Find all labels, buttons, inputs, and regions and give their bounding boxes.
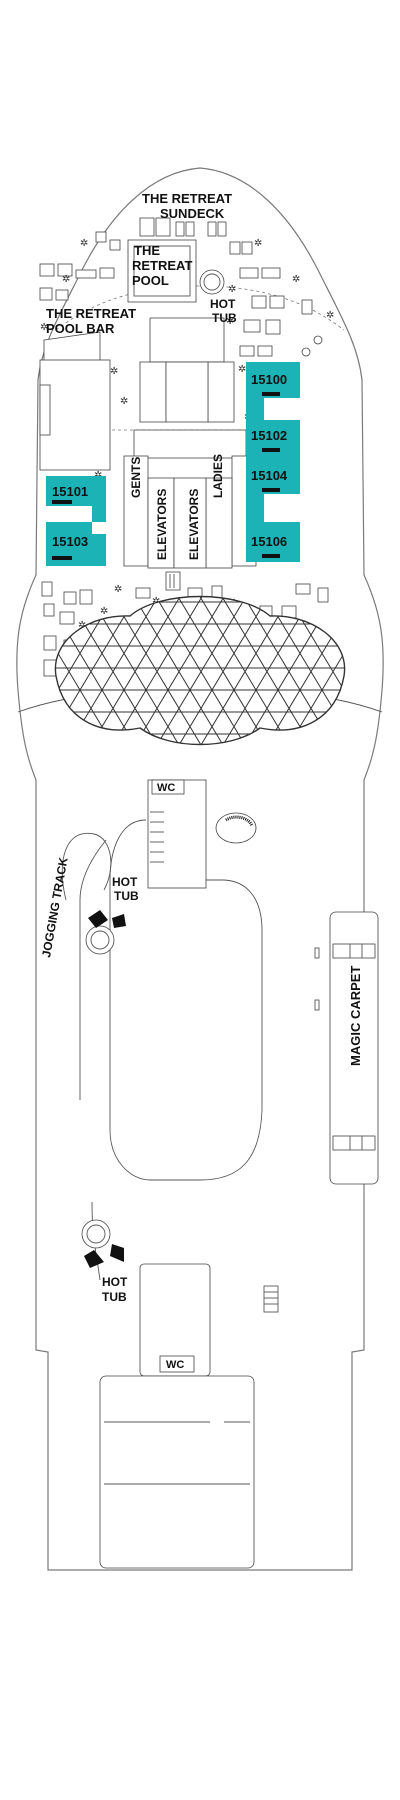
svg-text:✲: ✲: [152, 596, 160, 607]
svg-text:✲: ✲: [114, 584, 122, 595]
lounge-chair-oval: [215, 812, 257, 844]
dome-grid-line: [145, 596, 255, 745]
svg-text:✲: ✲: [238, 364, 246, 375]
cabin-number-15100: 15100: [251, 372, 287, 387]
elevators-left-label: ELEVATORS: [155, 489, 169, 560]
magic-carpet[interactable]: [329, 911, 379, 1185]
hot-tub-top: [199, 269, 225, 295]
gents-label: GENTS: [129, 457, 143, 498]
svg-text:✲: ✲: [110, 366, 118, 377]
dome-grid-line: [123, 596, 233, 745]
rail-marker: [314, 999, 320, 1011]
core-stairs-elevators: [123, 317, 257, 601]
cabin-number-15102: 15102: [251, 428, 287, 443]
svg-text:✲: ✲: [40, 322, 48, 333]
svg-text:✲: ✲: [94, 470, 102, 481]
cabin-15102[interactable]: 15102: [246, 410, 300, 456]
retreat-pool-label-l1: THE: [134, 243, 160, 258]
cabin-number-15104: 15104: [251, 468, 288, 483]
cabin-15100[interactable]: 15100: [246, 362, 300, 410]
cabin-number-15101: 15101: [52, 484, 88, 499]
dome-grid-line: [388, 580, 400, 760]
svg-text:✲: ✲: [100, 606, 108, 617]
wc-label-bottom: WC: [166, 1359, 184, 1371]
retreat-sundeck-label-l2: SUNDECK: [160, 206, 225, 221]
wc-stalls-top: [150, 811, 164, 863]
pool-bar-label-l2: POOL BAR: [46, 321, 115, 336]
dome-grid-line: [125, 596, 235, 745]
magic-carpet-label: MAGIC CARPET: [348, 966, 363, 1066]
pool-bar-label-l1: THE RETREAT: [46, 306, 136, 321]
dome-grid-line: [390, 580, 400, 760]
stair-marker: [263, 1285, 279, 1313]
retreat-pool: [127, 239, 197, 303]
cabin-number-15103: 15103: [52, 534, 88, 549]
svg-text:✲: ✲: [326, 310, 334, 321]
svg-text:✲: ✲: [254, 238, 262, 249]
dome-grid-line: [0, 580, 14, 760]
hot-tub-low-label-l1: HOT: [102, 1275, 128, 1289]
retreat-pool-label-l3: POOL: [132, 273, 169, 288]
retreat-boundary: [55, 285, 345, 331]
dome-grid-line: [0, 580, 12, 760]
dome-grid-line: [169, 596, 279, 745]
hot-tub-low[interactable]: [81, 1219, 124, 1268]
hot-tub-mid[interactable]: [85, 910, 126, 955]
retreat-sundeck-label-l1: THE RETREAT: [142, 191, 232, 206]
sundeck-furniture: [39, 217, 323, 357]
cabin-number-15106: 15106: [251, 534, 287, 549]
ladies-label: LADIES: [211, 454, 225, 498]
cabin-15106[interactable]: 15106: [246, 510, 300, 562]
hot-tub-mid-label-l2: TUB: [114, 889, 139, 903]
elevators-right-label: ELEVATORS: [187, 489, 201, 560]
svg-text:✲: ✲: [78, 620, 86, 631]
cabin-15104[interactable]: 15104: [246, 456, 300, 510]
svg-text:✲: ✲: [292, 274, 300, 285]
wc-block-top: [147, 779, 207, 889]
svg-text:✲: ✲: [120, 396, 128, 407]
interior-walkway: [109, 819, 263, 1181]
hot-tub-top-label-l2: TUB: [212, 311, 237, 325]
wc-label-top: WC: [157, 782, 175, 794]
svg-text:✲: ✲: [228, 284, 236, 295]
svg-text:✲: ✲: [62, 274, 70, 285]
cabin-15101[interactable]: 15101: [46, 476, 106, 522]
hot-tub-top-label-l1: HOT: [210, 297, 236, 311]
svg-text:✲: ✲: [226, 316, 234, 327]
hot-tub-mid-label-l1: HOT: [112, 875, 138, 889]
aft-deck-building: [99, 1375, 255, 1569]
cabin-15103[interactable]: 15103: [46, 522, 106, 566]
retreat-pool-label-l2: RETREAT: [132, 258, 192, 273]
hot-tub-low-label-l2: TUB: [102, 1290, 127, 1304]
jogging-track-loop: [61, 832, 112, 901]
svg-text:✲: ✲: [80, 238, 88, 249]
dome-grid-line: [147, 596, 257, 745]
rail-marker: [314, 947, 320, 959]
